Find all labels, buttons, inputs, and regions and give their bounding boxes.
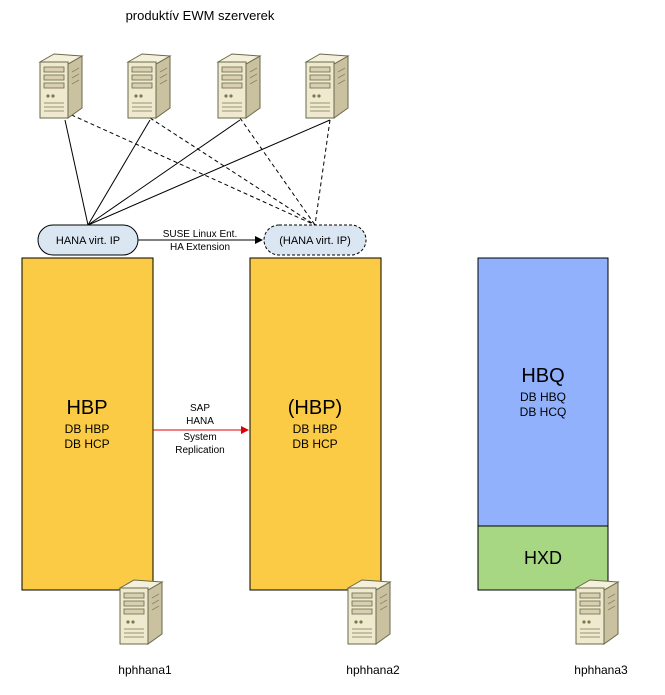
server-icon — [305, 53, 349, 119]
node-hphhana1-db1: DB HBP — [65, 422, 110, 436]
connection-line — [87, 119, 241, 226]
server-icon — [39, 53, 83, 119]
server-icon — [119, 579, 163, 645]
diagram-title: produktív EWM szerverek — [126, 8, 275, 23]
virtual-ip-secondary-label: (HANA virt. IP) — [279, 235, 351, 247]
host-label-hphhana2: hphhana2 — [346, 663, 400, 677]
active-connections — [64, 119, 331, 226]
node-hphhana1-instance: HBP — [66, 397, 107, 419]
node-hphhana2-box — [249, 257, 382, 591]
replication-label-line1: SAP — [190, 403, 210, 414]
connection-line — [149, 117, 316, 226]
ha-link-label-line1: SUSE Linux Ent. — [163, 229, 237, 240]
connection-line — [64, 119, 89, 226]
node-hphhana3-hxd-box — [477, 525, 609, 591]
node-hphhana3-box — [477, 257, 609, 527]
node-hphhana3-db1: DB HBQ — [520, 390, 566, 404]
node-hphhana3-hxd-label: HXD — [524, 548, 562, 568]
connection-line — [239, 117, 316, 226]
virtual-ip-primary-label: HANA virt. IP — [56, 235, 120, 247]
replication-label-line4: Replication — [175, 445, 224, 456]
ha-link-label-line2: HA Extension — [170, 242, 230, 253]
node-hphhana3-instance: HBQ — [521, 365, 564, 387]
standby-connections — [64, 111, 331, 226]
node-hphhana1-box — [21, 257, 154, 591]
virtual-ip-secondary — [263, 224, 367, 256]
server-icon — [127, 53, 171, 119]
replication-label-line2: HANA — [186, 416, 214, 427]
node-hphhana2-instance: (HBP) — [288, 397, 342, 419]
server-icon — [347, 579, 391, 645]
server-icon — [575, 579, 619, 645]
node-hphhana2-db1: DB HBP — [293, 422, 338, 436]
node-hphhana3-db2: DB HCQ — [520, 405, 567, 419]
connection-line — [87, 119, 151, 226]
connection-line — [314, 119, 331, 226]
replication-label-line3: System — [183, 432, 216, 443]
node-hphhana1-db2: DB HCP — [64, 437, 109, 451]
server-icon — [217, 53, 261, 119]
connection-line — [87, 119, 331, 226]
node-hphhana2-db2: DB HCP — [292, 437, 337, 451]
connection-line — [64, 111, 316, 226]
host-label-hphhana1: hphhana1 — [118, 663, 172, 677]
host-label-hphhana3: hphhana3 — [574, 663, 628, 677]
